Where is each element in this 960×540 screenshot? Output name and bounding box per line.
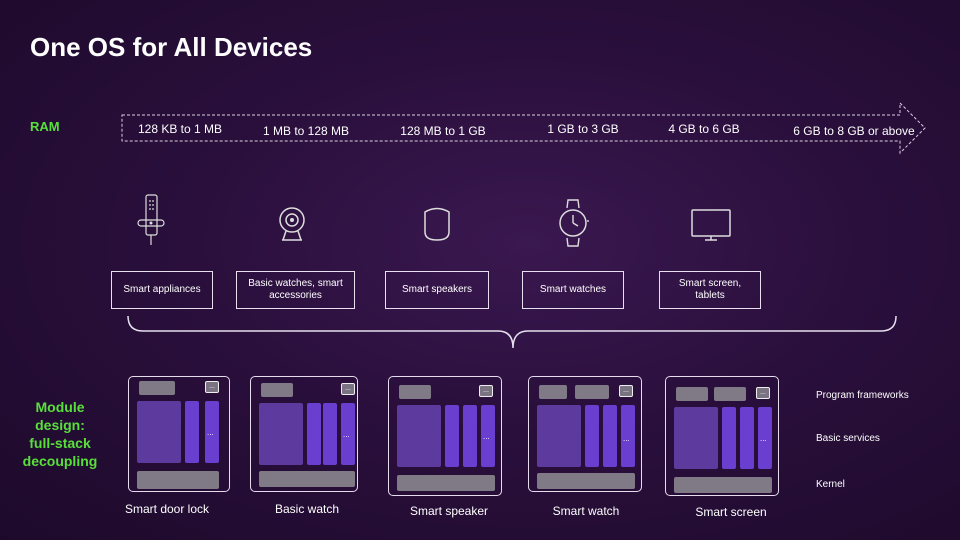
service-block (307, 403, 321, 465)
ram-label: RAM (30, 119, 60, 134)
camera-icon (279, 207, 305, 241)
door-lock-icon (137, 194, 165, 245)
category-smart-appliances: Smart appliances (111, 271, 213, 309)
service-block (537, 405, 581, 467)
watch-icon (559, 199, 589, 247)
category-smart-watches: Smart watches (522, 271, 624, 309)
service-block (621, 405, 635, 467)
ram-value-6: 6 GB to 8 GB or above (793, 124, 915, 138)
framework-block (139, 381, 175, 395)
framework-more: ... (479, 385, 493, 397)
layer-label-services: Basic services (816, 433, 880, 444)
framework-block (261, 383, 293, 397)
device-name-smart-watch: Smart watch (552, 504, 620, 518)
service-block (674, 407, 718, 469)
framework-more: ... (341, 383, 355, 395)
framework-block (539, 385, 567, 399)
module-card-speaker: ... ... (388, 376, 502, 496)
device-name-basic-watch: Basic watch (274, 502, 340, 516)
kernel-block (397, 475, 495, 491)
service-block (445, 405, 459, 467)
service-block (758, 407, 772, 469)
kernel-block (137, 471, 219, 489)
category-smart-screens: Smart screen, tablets (659, 271, 761, 309)
monitor-icon (691, 209, 731, 241)
category-brace (127, 315, 897, 349)
kernel-block (674, 477, 772, 493)
service-block (397, 405, 441, 467)
service-block (585, 405, 599, 467)
framework-block (399, 385, 431, 399)
layer-label-kernel: Kernel (816, 479, 845, 490)
service-block (323, 403, 337, 465)
category-smart-speakers: Smart speakers (385, 271, 489, 309)
module-card-smart-screen: ... ... (665, 376, 779, 496)
service-block (463, 405, 477, 467)
service-block (137, 401, 181, 463)
service-block (481, 405, 495, 467)
framework-block (714, 387, 746, 401)
framework-more: ... (619, 385, 633, 397)
service-more: ... (760, 434, 767, 443)
category-basic-watches: Basic watches, smart accessories (236, 271, 355, 309)
speaker-icon (424, 207, 450, 241)
kernel-block (537, 473, 635, 489)
framework-block (575, 385, 609, 399)
service-more: ... (207, 428, 214, 437)
framework-more: ... (205, 381, 219, 393)
device-name-speaker: Smart speaker (409, 504, 489, 518)
page-title: One OS for All Devices (30, 32, 313, 62)
module-design-label: Module design: full-stack decoupling (22, 399, 98, 469)
device-name-door-lock: Smart door lock (124, 502, 210, 516)
service-block (603, 405, 617, 467)
service-block (722, 407, 736, 469)
service-block (341, 403, 355, 465)
service-block (185, 401, 199, 463)
service-block (740, 407, 754, 469)
layer-label-frameworks: Program frameworks (816, 390, 909, 401)
module-card-basic-watch: ... ... (250, 376, 358, 492)
service-block (259, 403, 303, 465)
framework-block (676, 387, 708, 401)
ram-value-5: 4 GB to 6 GB (668, 122, 740, 136)
framework-more: ... (756, 387, 770, 399)
module-card-smart-watch: ... ... (528, 376, 642, 492)
service-block (205, 401, 219, 463)
ram-value-1: 128 KB to 1 MB (137, 122, 223, 136)
ram-value-4: 1 GB to 3 GB (547, 122, 619, 136)
ram-value-2: 1 MB to 128 MB (262, 124, 350, 138)
service-more: ... (343, 430, 350, 439)
service-more: ... (623, 434, 630, 443)
device-name-smart-screen: Smart screen (695, 505, 767, 519)
kernel-block (259, 471, 355, 487)
ram-value-3: 128 MB to 1 GB (400, 124, 486, 138)
ram-arrow (121, 101, 926, 155)
module-card-door-lock: ... ... (128, 376, 230, 492)
service-more: ... (483, 432, 490, 441)
